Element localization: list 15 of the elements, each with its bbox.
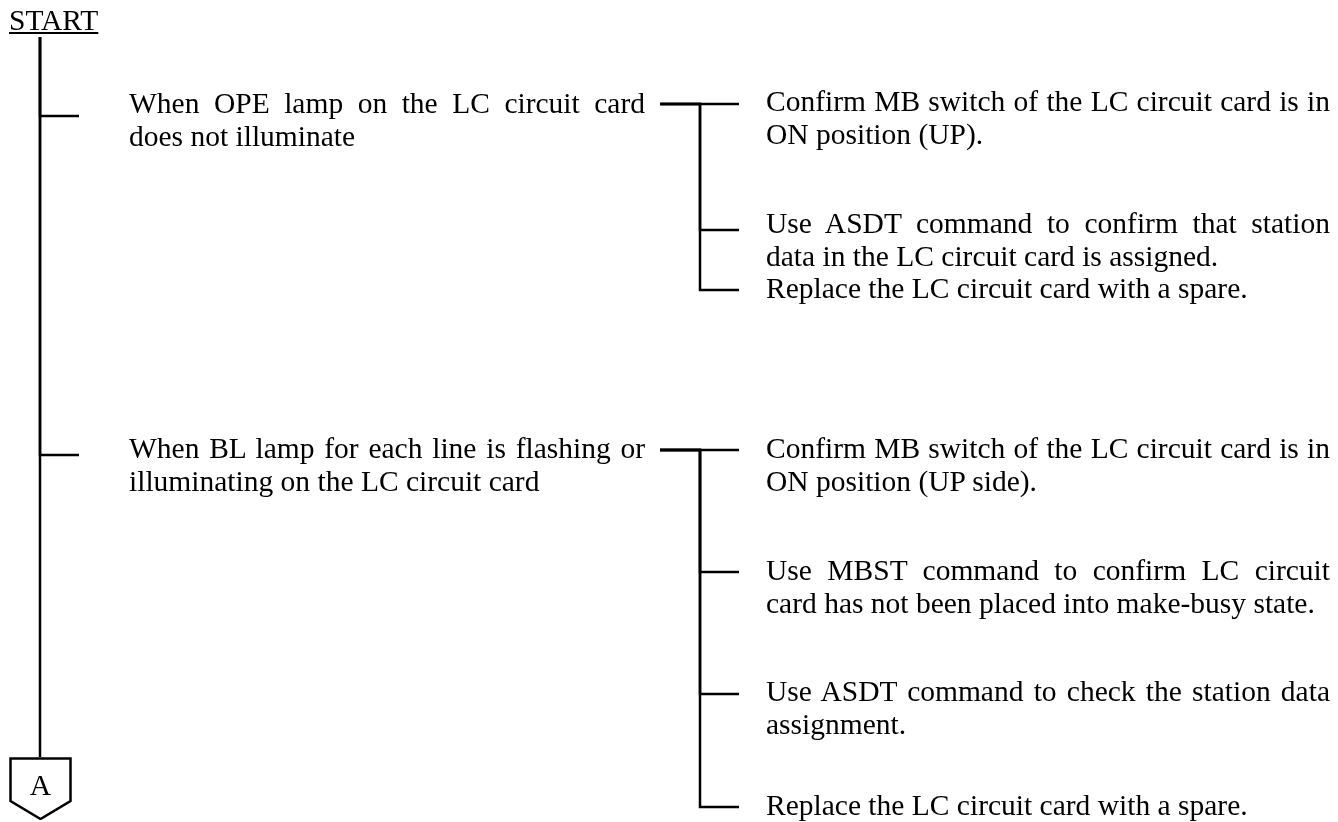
action-text: Confirm MB switch of the LC circuit card is in ON position (UP side). xyxy=(766,432,1330,498)
connector-line xyxy=(660,448,739,809)
action-text: Replace the LC circuit card with a spare. xyxy=(766,789,1249,822)
start-label: START xyxy=(9,4,106,37)
condition-text: When BL lamp for each line is flashing or illuminating on the LC circuit card xyxy=(129,432,645,498)
off-page-connector xyxy=(9,757,72,820)
connector-line xyxy=(660,102,739,292)
action-text: Use MBST command to confirm LC circuit card has not been placed into make-busy state. xyxy=(766,554,1330,620)
action-text: Use ASDT command to confirm that station data in the LC circuit card is assigned. xyxy=(766,207,1330,273)
connector-line xyxy=(38,37,42,757)
action-text: Use ASDT command to check the station data assignment. xyxy=(766,675,1330,741)
connector-letter: A xyxy=(28,769,53,802)
action-text: Confirm MB switch of the LC circuit card is in ON position (UP). xyxy=(766,85,1330,151)
condition-text: When OPE lamp on the LC circuit card does not illuminate xyxy=(129,87,645,153)
action-text: Replace the LC circuit card with a spare. xyxy=(766,272,1249,305)
